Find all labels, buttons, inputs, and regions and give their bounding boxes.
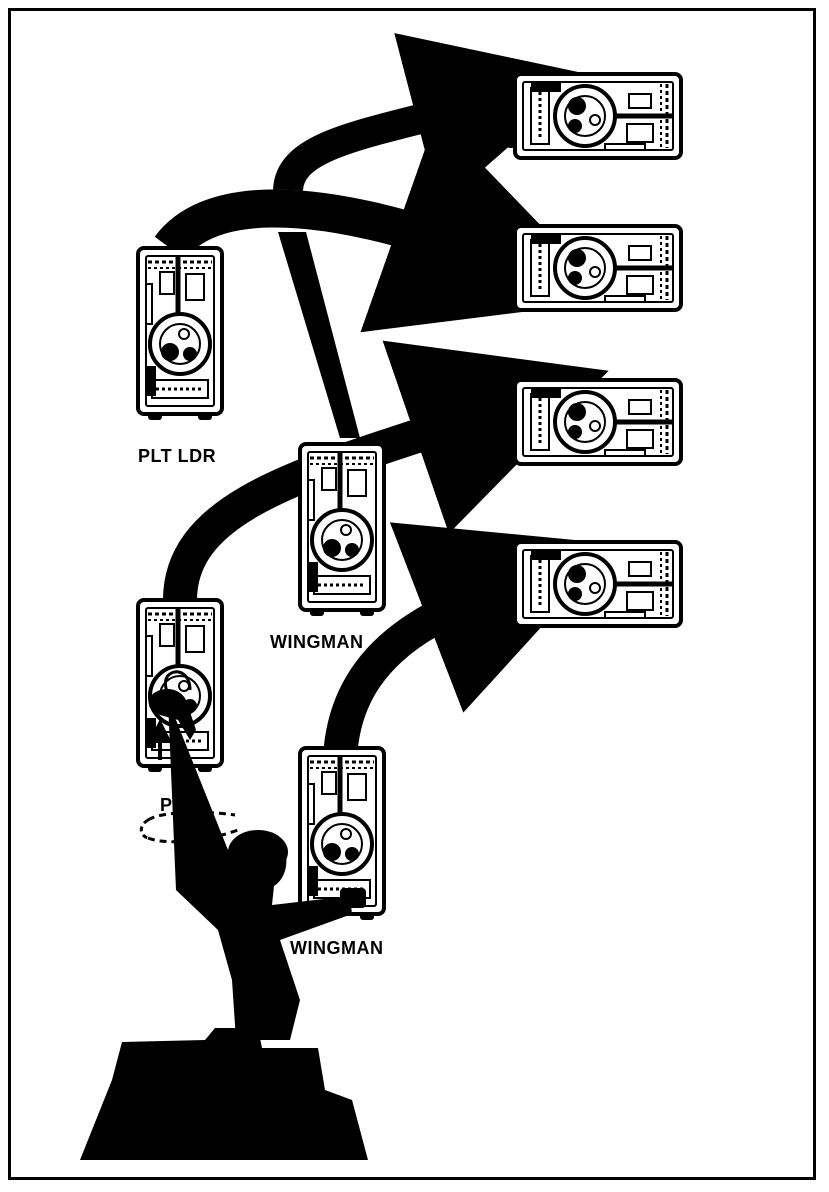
signaler-hand xyxy=(340,888,366,908)
label-psg: PSG xyxy=(160,795,200,816)
arrow-plt-ldr-to-target-2 xyxy=(170,208,470,250)
target-tank-2 xyxy=(507,226,681,310)
label-wingman-1: WINGMAN xyxy=(270,632,363,653)
tank-plt-ldr xyxy=(138,248,222,420)
target-tank-1 xyxy=(507,74,681,158)
target-tank-3 xyxy=(507,380,681,464)
tank-wingman-1 xyxy=(300,444,384,616)
wingman-signal-wedge xyxy=(278,232,360,438)
target-tank-4 xyxy=(507,542,681,626)
arrow-plt-ldr-to-target-1 xyxy=(288,105,475,190)
arrow-wingman-to-target-4 xyxy=(340,593,490,758)
label-wingman-2: WINGMAN xyxy=(290,938,383,959)
label-plt-ldr: PLT LDR xyxy=(138,446,216,467)
signaler-helmet xyxy=(228,830,288,874)
